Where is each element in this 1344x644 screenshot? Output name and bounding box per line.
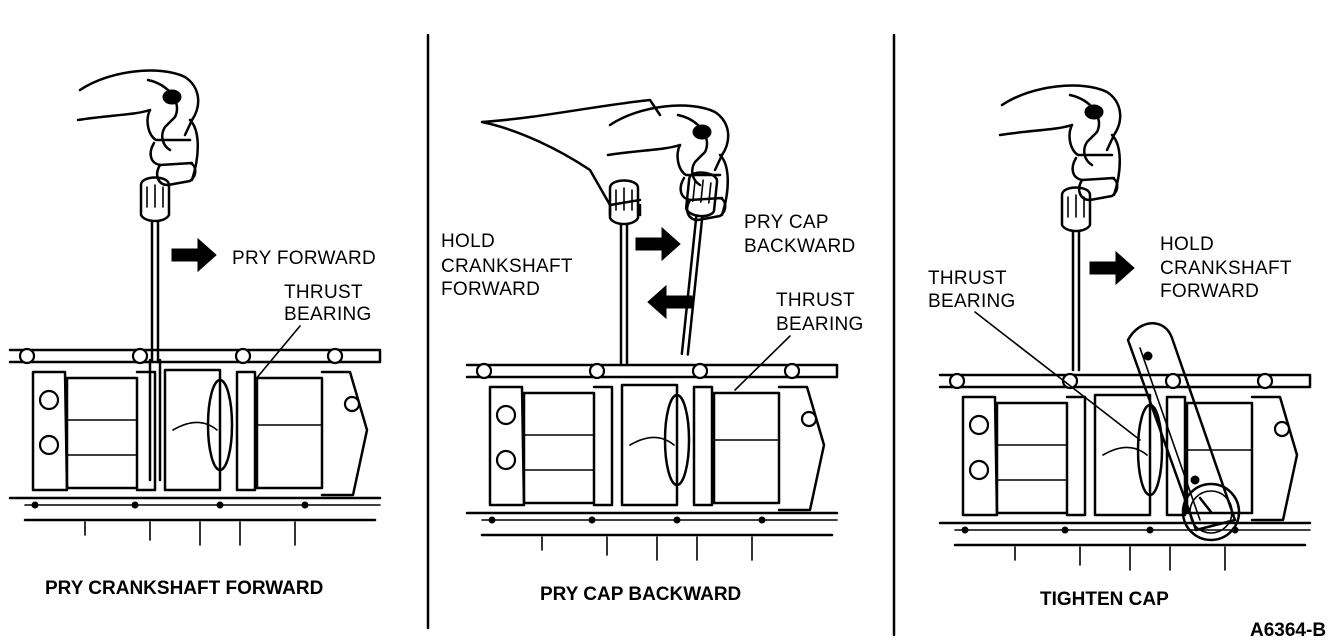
leader-line xyxy=(734,335,791,391)
panel-pry-crankshaft-forward: PRY FORWARD THRUST BEARING PRY CRANKSHAF… xyxy=(8,69,382,599)
label-bearing: BEARING xyxy=(928,291,1016,312)
label-forward: FORWARD xyxy=(441,279,540,300)
label-bearing: BEARING xyxy=(776,314,864,335)
arrow-right-icon xyxy=(635,227,681,261)
label-bearing: BEARING xyxy=(284,304,372,325)
screwdriver-icon xyxy=(139,176,171,362)
caption-panel-1: PRY CRANKSHAFT FORWARD xyxy=(45,578,323,599)
label-thrust: THRUST xyxy=(284,282,363,303)
label-forward: FORWARD xyxy=(1160,281,1259,302)
figure-id: A6364-B xyxy=(1250,620,1326,641)
screwdriver-icon xyxy=(608,179,640,365)
arrow-right-icon xyxy=(1089,251,1135,285)
leader-line xyxy=(974,311,1141,441)
screwdriver-icon xyxy=(1060,186,1092,372)
label-crankshaft: CRANKSHAFT xyxy=(441,256,573,277)
caption-panel-2: PRY CAP BACKWARD xyxy=(540,584,741,605)
label-pry-forward: PRY FORWARD xyxy=(232,248,376,269)
label-backward: BACKWARD xyxy=(744,236,855,257)
label-pry-cap: PRY CAP xyxy=(744,212,829,233)
leader-line xyxy=(254,325,301,381)
panel-tighten-cap: THRUST BEARING HOLD CRANKSHAFT FORWARD T… xyxy=(928,84,1312,610)
label-crankshaft: CRANKSHAFT xyxy=(1160,258,1292,279)
hand-icon xyxy=(76,69,200,187)
hand-icon xyxy=(998,84,1122,202)
torque-wrench-icon xyxy=(1126,322,1241,542)
label-thrust: THRUST xyxy=(928,268,1007,289)
label-hold: HOLD xyxy=(1160,234,1214,255)
caption-panel-3: TIGHTEN CAP xyxy=(1040,589,1169,610)
label-thrust: THRUST xyxy=(776,290,855,311)
arrow-right-icon xyxy=(171,238,217,272)
label-hold: HOLD xyxy=(441,231,495,252)
panel-pry-cap-backward: HOLD CRANKSHAFT FORWARD PRY CAP BACKWARD… xyxy=(441,98,864,605)
